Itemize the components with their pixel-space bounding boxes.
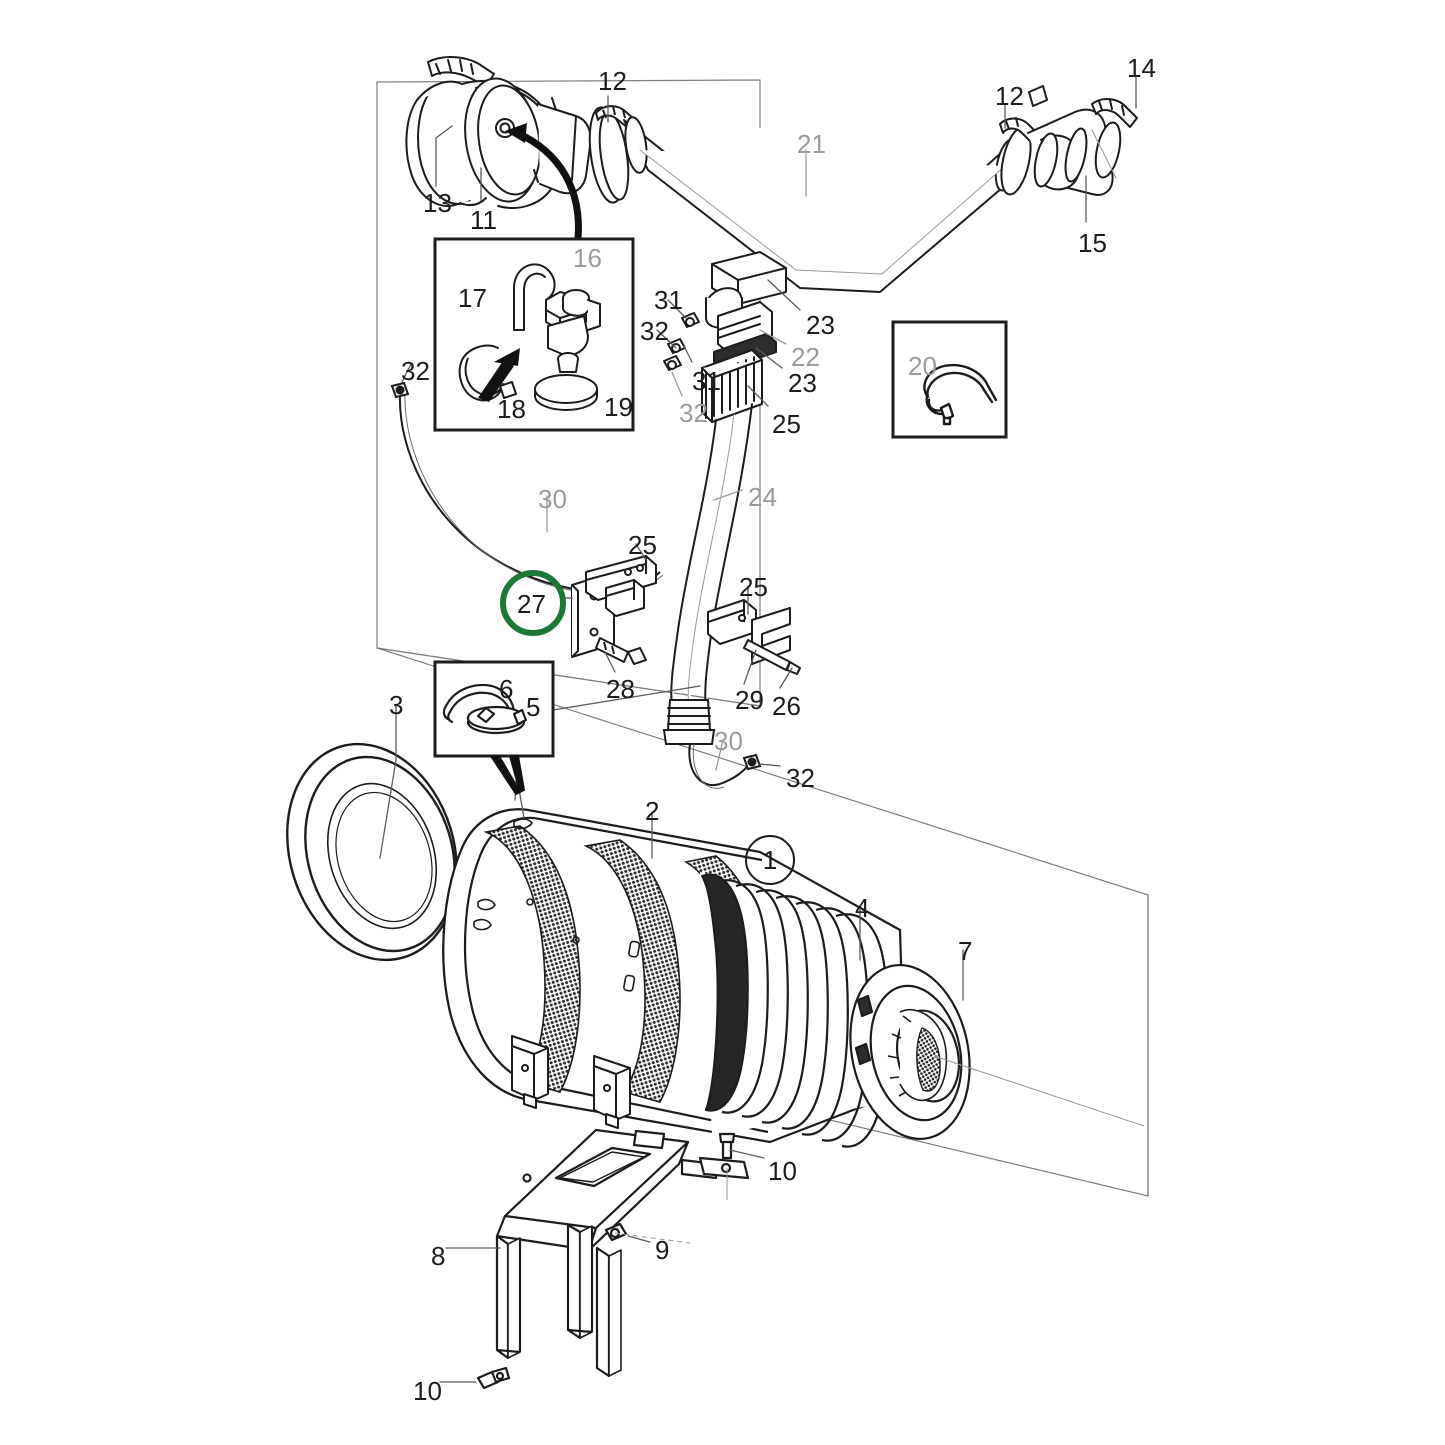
- callout-number-16: 16: [573, 243, 602, 273]
- callout-number-17: 17: [458, 283, 487, 313]
- highlight-label-27: 27: [517, 589, 546, 619]
- callout-number-24: 24: [748, 482, 777, 512]
- callout-number-12: 12: [995, 81, 1024, 111]
- callout-number-9: 9: [655, 1235, 670, 1265]
- callout-number-10: 10: [768, 1156, 797, 1186]
- callout-number-23: 23: [806, 310, 835, 340]
- callout-number-3: 3: [389, 690, 404, 720]
- callout-number-2: 2: [645, 796, 660, 826]
- callout-number-21: 21: [797, 129, 826, 159]
- callout-number-25: 25: [739, 572, 768, 602]
- callout-number-32: 32: [640, 316, 669, 346]
- callout-number-7: 7: [958, 936, 973, 966]
- callout-number-11: 11: [470, 205, 497, 235]
- callout-number-22: 22: [791, 342, 820, 372]
- callout-number-4: 4: [855, 893, 870, 923]
- callout-number-6: 6: [499, 674, 514, 704]
- circled-callout-1: 1: [745, 835, 795, 885]
- callout-number-30: 30: [714, 726, 743, 756]
- callout-number-29: 29: [735, 685, 764, 715]
- callout-number-20: 20: [908, 351, 937, 381]
- callout-number-28: 28: [606, 674, 635, 704]
- callout-number-12: 12: [598, 66, 627, 96]
- callout-number-15: 15: [1078, 228, 1107, 258]
- callout-number-8: 8: [431, 1241, 446, 1271]
- callout-number-30: 30: [538, 484, 567, 514]
- callout-number-19: 19: [604, 392, 633, 422]
- callout-number-32: 32: [786, 763, 815, 793]
- callout-number-14: 14: [1127, 53, 1156, 83]
- callout-number-23: 23: [788, 368, 817, 398]
- callout-number-25: 25: [628, 530, 657, 560]
- callout-number-13: 13: [423, 188, 452, 218]
- callout-number-32: 32: [401, 356, 430, 386]
- callout-number-25: 25: [772, 409, 801, 439]
- callout-number-10: 10: [413, 1376, 442, 1406]
- highlight-ring-part-27: [500, 570, 566, 636]
- callout-number-32: 32: [679, 398, 708, 428]
- callout-number-31: 31: [692, 366, 721, 396]
- callout-number-18: 18: [497, 394, 526, 424]
- callout-number-26: 26: [772, 691, 801, 721]
- callout-number-5: 5: [526, 692, 541, 722]
- callout-number-31: 31: [654, 285, 683, 315]
